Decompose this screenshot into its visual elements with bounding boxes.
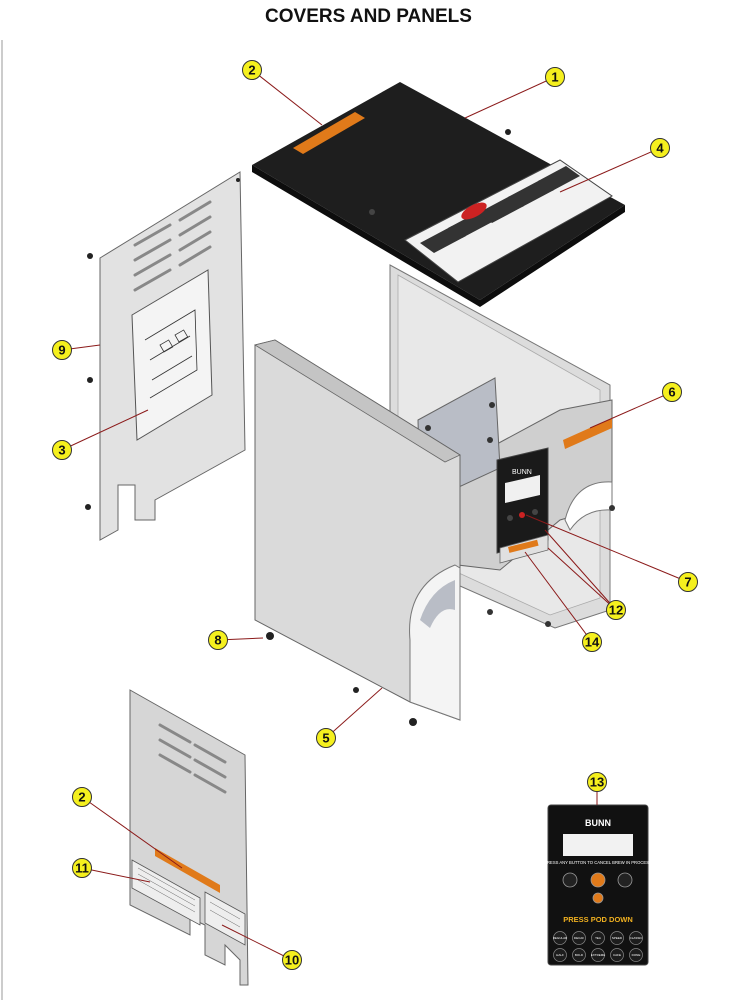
- membrane-button-label: DECAF: [574, 936, 584, 940]
- instruction-label: [404, 159, 613, 283]
- cover-warning-label: [293, 112, 365, 154]
- callout-c8: 8: [208, 630, 228, 650]
- membrane-instruction: PRESS ANY BUTTON TO CANCEL BREW IN PROCE…: [544, 860, 652, 865]
- membrane-button-circle: [629, 948, 643, 962]
- callout-circle: [582, 632, 602, 652]
- callout-c1: 1: [545, 67, 565, 87]
- callout-c10: 10: [282, 950, 302, 970]
- membrane-button-label: DONE: [632, 953, 641, 957]
- membrane-button: CLASSIC: [629, 931, 644, 945]
- membrane-button-circle: [591, 948, 605, 962]
- callout-c7: 7: [678, 572, 698, 592]
- lower-rear-panel: [129, 689, 249, 986]
- callout-number: 2: [248, 63, 255, 78]
- callout-number: 13: [590, 775, 604, 790]
- callout-c2a: 2: [242, 60, 262, 80]
- callout-circle: [606, 600, 626, 620]
- callout-circle: [282, 950, 302, 970]
- callout-circle: [650, 138, 670, 158]
- membrane-button-circle: [572, 931, 586, 945]
- callout-c3: 3: [52, 440, 72, 460]
- membrane-button-label: BOLD: [575, 953, 584, 957]
- membrane-button: EXTREME: [591, 948, 606, 962]
- membrane-switch: BUNN PRESS ANY BUTTON TO CANCEL BREW IN …: [544, 804, 652, 966]
- callout-circle: [587, 772, 607, 792]
- membrane-button: SPEED: [610, 931, 624, 945]
- rear-panel: [85, 171, 246, 541]
- callout-number: 7: [684, 575, 691, 590]
- membrane-button-label: CAFE: [613, 953, 621, 957]
- membrane-button-circle: [591, 931, 605, 945]
- membrane-button-circle: [553, 948, 567, 962]
- callout-number: 2: [78, 790, 85, 805]
- callout-circle: [72, 858, 92, 878]
- membrane-button-label: SPEED: [612, 936, 623, 940]
- membrane-button-label: HALF: [556, 953, 564, 957]
- callout-circle: [545, 67, 565, 87]
- membrane-button: DECAF: [572, 931, 586, 945]
- press-pod-label: [563, 418, 612, 449]
- membrane-button-grid: REGULAR DECAF TEA SPEED CLASSIC HALF BOLD EXTRE…: [553, 931, 644, 962]
- callout-c5: 5: [316, 728, 336, 748]
- callout-c12: 12: [606, 600, 626, 620]
- callout-number: 14: [585, 635, 600, 650]
- membrane-button-circle: [610, 948, 624, 962]
- callout-number: 9: [58, 343, 65, 358]
- membrane-brand: BUNN: [585, 818, 611, 828]
- callout-c4: 4: [650, 138, 670, 158]
- top-cover: [252, 82, 625, 307]
- side-panel: [253, 339, 461, 726]
- wiring-schematic-label: [131, 269, 213, 441]
- callout-circle: [678, 572, 698, 592]
- callout-c14: 14: [582, 632, 602, 652]
- frame-panel-brand: BUNN: [512, 469, 532, 476]
- membrane-button: DONE: [629, 948, 643, 962]
- membrane-button: REGULAR: [553, 931, 568, 945]
- membrane-button-label: EXTREME: [591, 953, 606, 957]
- page-title: COVERS AND PANELS: [265, 6, 472, 27]
- membrane-button: CAFE: [610, 948, 624, 962]
- membrane-button-circle: [610, 931, 624, 945]
- callout-c2b: 2: [72, 787, 92, 807]
- callout-c11: 11: [72, 858, 92, 878]
- lower-warning-label: [155, 848, 220, 893]
- callout-number: 5: [322, 731, 329, 746]
- press-pod-down-text: PRESS POD DOWN: [563, 915, 633, 924]
- membrane-button-circle: [629, 931, 643, 945]
- callout-circle: [208, 630, 228, 650]
- callout-number: 6: [668, 385, 675, 400]
- callout-circle: [242, 60, 262, 80]
- membrane-button: TEA: [591, 931, 605, 945]
- membrane-button-circle: [572, 948, 586, 962]
- callout-circle: [316, 728, 336, 748]
- callout-circle: [72, 787, 92, 807]
- membrane-button: HALF: [553, 948, 567, 962]
- callout-c6: 6: [662, 382, 682, 402]
- callout-number: 4: [656, 141, 664, 156]
- membrane-button-label: REGULAR: [553, 936, 568, 940]
- callout-circle: [662, 382, 682, 402]
- callout-circle: [52, 340, 72, 360]
- callout-circle: [52, 440, 72, 460]
- callout-number: 11: [75, 861, 89, 876]
- callout-number: 12: [609, 603, 623, 618]
- membrane-button-circle: [553, 931, 567, 945]
- membrane-button-label: TEA: [595, 936, 601, 940]
- membrane-button: BOLD: [572, 948, 586, 962]
- membrane-display-window: [563, 834, 633, 856]
- callout-c9: 9: [52, 340, 72, 360]
- membrane-button-label: CLASSIC: [630, 936, 644, 940]
- callout-number: 3: [58, 443, 65, 458]
- frame-control-panel: BUNN: [496, 447, 549, 564]
- callout-number: 1: [551, 70, 558, 85]
- callout-c13: 13: [587, 772, 607, 792]
- callout-number: 10: [285, 953, 299, 968]
- callout-number: 8: [214, 633, 221, 648]
